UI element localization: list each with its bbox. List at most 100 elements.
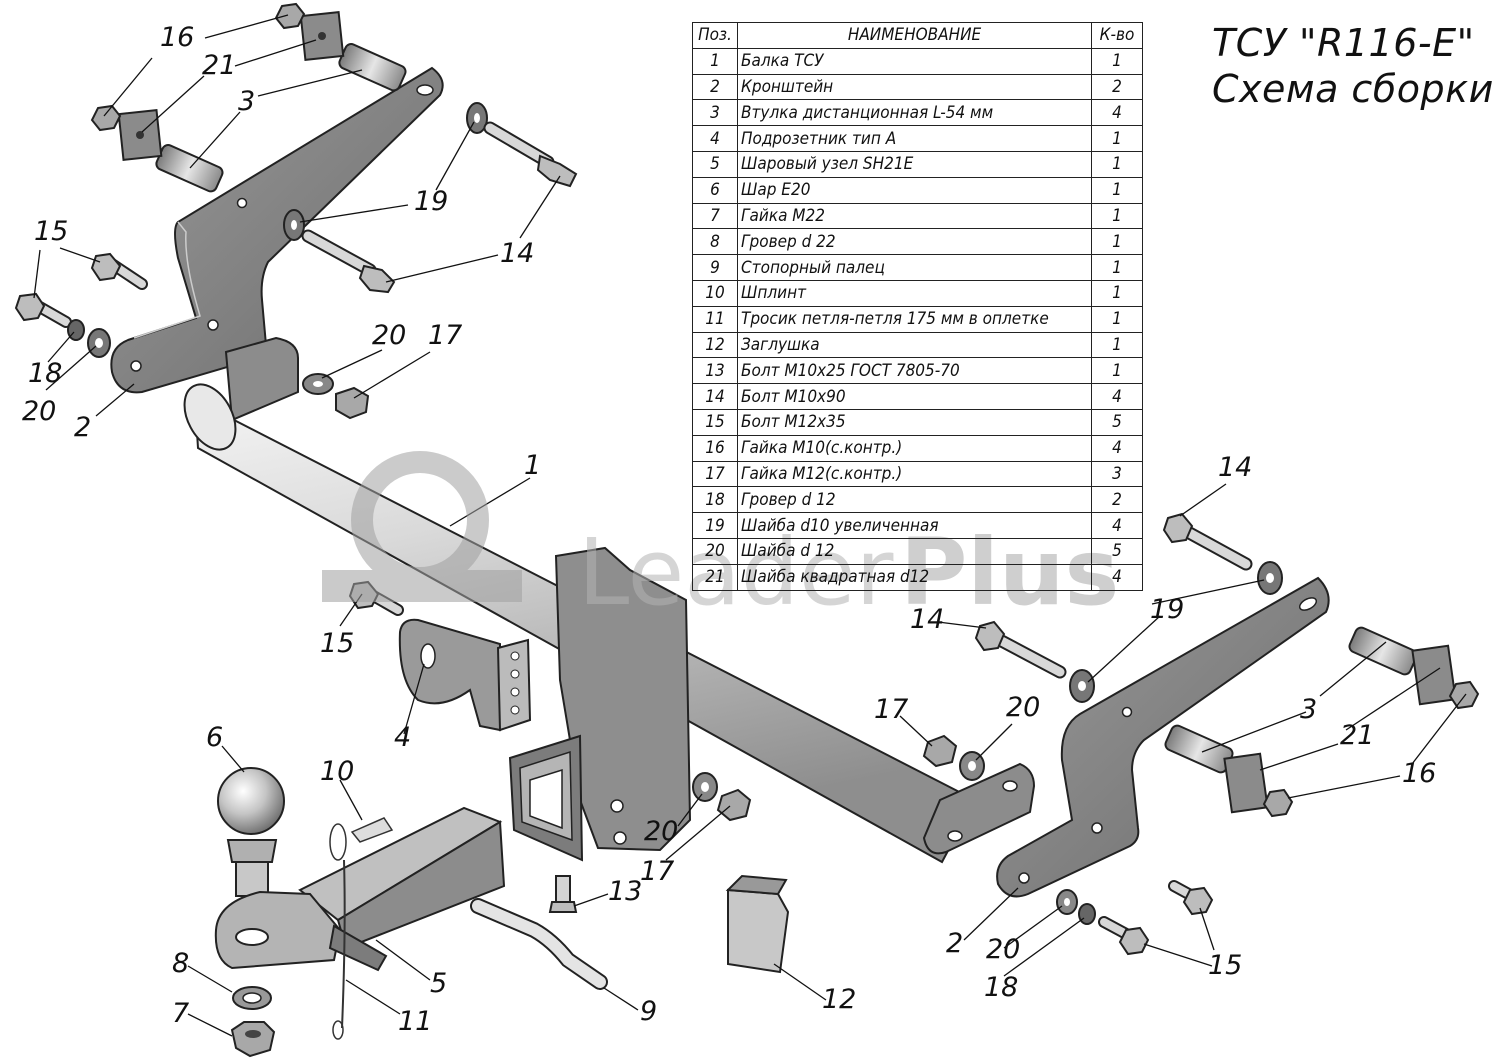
row-name: Балка ТСУ xyxy=(737,47,1092,75)
row-qty: 5 xyxy=(1091,537,1143,565)
row-qty: 4 xyxy=(1091,563,1143,591)
tow-ball xyxy=(217,767,285,897)
row-qty: 4 xyxy=(1091,99,1143,127)
row-pos: 19 xyxy=(692,512,738,539)
row-pos: 14 xyxy=(692,383,738,410)
spacer-bushing xyxy=(1164,626,1418,774)
callout-2: 2 xyxy=(946,928,964,959)
callout-20: 20 xyxy=(1006,692,1041,723)
row-pos: 4 xyxy=(692,125,738,152)
ball-mount xyxy=(214,806,506,972)
row-pos: 15 xyxy=(692,408,738,436)
row-pos: 21 xyxy=(692,563,738,591)
row-qty: 1 xyxy=(1091,305,1143,333)
washer xyxy=(67,319,334,395)
callout-12: 12 xyxy=(822,984,857,1015)
callout-20: 20 xyxy=(22,396,57,427)
callout-1: 1 xyxy=(524,450,542,481)
callout-18: 18 xyxy=(28,358,63,389)
row-qty: 4 xyxy=(1091,512,1143,539)
row-name: Болт М12х35 xyxy=(737,408,1092,436)
row-pos: 5 xyxy=(692,150,738,178)
left-bracket xyxy=(110,66,444,394)
row-name: Шаровый узел SH21E xyxy=(737,150,1092,178)
washer xyxy=(959,751,985,781)
callout-14: 14 xyxy=(1218,452,1253,483)
row-name: Тросик петля-петля 175 мм в оплетке xyxy=(737,305,1092,333)
callout-14: 14 xyxy=(500,238,535,269)
callout-20: 20 xyxy=(986,934,1021,965)
row-pos: 8 xyxy=(692,228,738,256)
callout-20: 20 xyxy=(372,320,407,351)
row-name: Болт М10х25 ГОСТ 7805-70 xyxy=(737,357,1092,385)
row-name: Шайба квадратная d12 xyxy=(737,563,1092,591)
row-pos: 3 xyxy=(692,99,738,127)
callout-19: 19 xyxy=(1150,594,1185,625)
row-name: Подрозетник тип А xyxy=(737,125,1092,152)
row-qty: 5 xyxy=(1091,408,1143,436)
callout-16: 16 xyxy=(160,22,195,53)
row-qty: 1 xyxy=(1091,357,1143,385)
lock-nut xyxy=(716,734,958,822)
row-pos: 12 xyxy=(692,331,738,359)
row-name: Кронштейн xyxy=(737,73,1092,101)
callout-7: 7 xyxy=(172,998,190,1029)
callout-5: 5 xyxy=(430,968,448,999)
row-pos: 13 xyxy=(692,357,738,385)
row-name: Гровер d 12 xyxy=(737,486,1092,514)
lock-pin xyxy=(470,898,608,990)
row-qty: 1 xyxy=(1091,279,1143,307)
callout-3: 3 xyxy=(1300,694,1318,725)
callout-17: 17 xyxy=(428,320,463,351)
row-name: Шар E20 xyxy=(737,176,1092,204)
callout-8: 8 xyxy=(172,948,190,979)
callout-14: 14 xyxy=(910,604,945,635)
callout-20: 20 xyxy=(644,816,679,847)
row-qty: 4 xyxy=(1091,383,1143,410)
callout-19: 19 xyxy=(414,186,449,217)
row-pos: 18 xyxy=(692,486,738,514)
row-qty: 1 xyxy=(1091,47,1143,75)
bolt xyxy=(14,121,578,328)
callout-4: 4 xyxy=(394,722,412,753)
row-pos: 6 xyxy=(692,176,738,204)
callout-2: 2 xyxy=(74,412,92,443)
row-qty: 1 xyxy=(1091,176,1143,204)
row-qty: 1 xyxy=(1091,254,1143,281)
row-pos: 7 xyxy=(692,202,738,230)
row-pos: 10 xyxy=(692,279,738,307)
callout-15: 15 xyxy=(1208,950,1243,981)
callout-17: 17 xyxy=(874,694,909,725)
callout-11: 11 xyxy=(398,1006,433,1037)
row-name: Гайка М22 xyxy=(737,202,1092,230)
washer xyxy=(692,772,718,802)
callout-17: 17 xyxy=(640,856,675,887)
washer xyxy=(232,986,272,1010)
square-washer xyxy=(1223,644,1457,814)
lock-nut xyxy=(90,2,306,132)
row-qty: 2 xyxy=(1091,73,1143,101)
leader-lines xyxy=(33,14,1467,1037)
bolt xyxy=(548,875,578,913)
row-qty: 3 xyxy=(1091,460,1143,488)
row-name: Болт М10х90 xyxy=(737,383,1092,410)
row-name: Втулка дистанционная L-54 мм xyxy=(737,99,1092,127)
nut xyxy=(230,1021,276,1058)
square-washer xyxy=(117,11,345,161)
drawing-title: ТСУ "R116-E" Схема сборки xyxy=(1212,20,1493,112)
callout-3: 3 xyxy=(238,86,256,117)
header-qty: К-во xyxy=(1091,22,1143,49)
